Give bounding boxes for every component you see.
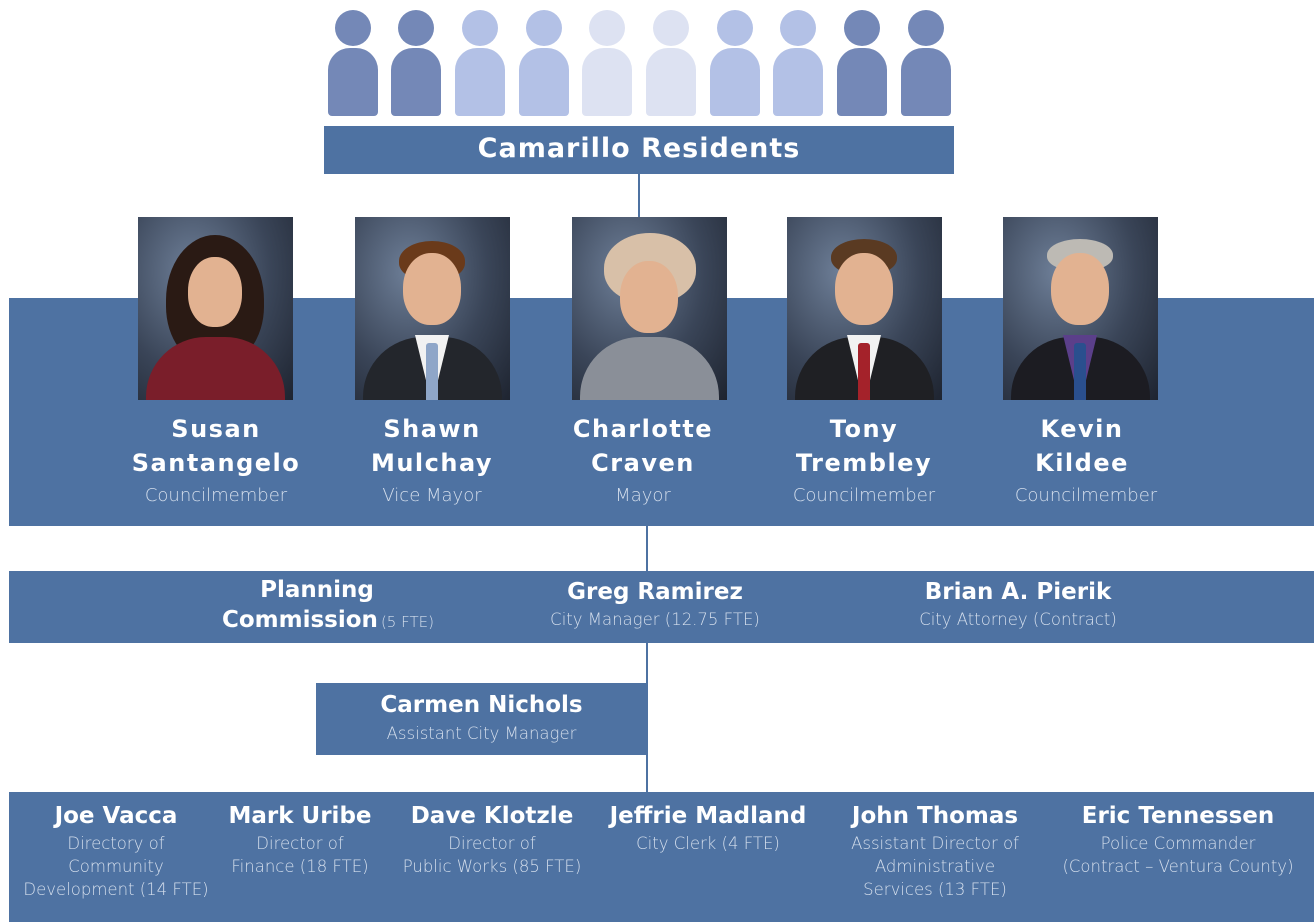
council-photo-santangelo (138, 217, 293, 400)
city-attorney-role: City Attorney (Contract) (919, 610, 1117, 629)
connector-line (646, 526, 648, 571)
person-icon (837, 10, 887, 116)
council-photo-trembley (787, 217, 942, 400)
person-icon (582, 10, 632, 116)
person-icon (519, 10, 569, 116)
council-photo-mulchay (355, 217, 510, 400)
council-role: Councilmember (1014, 485, 1158, 506)
council-role: Vice Mayor (382, 485, 482, 506)
residents-box: Camarillo Residents (324, 126, 954, 174)
department-vacca: Joe Vacca Directory of Community Develop… (23, 803, 209, 899)
city-attorney-name: Brian A. Pierik (924, 579, 1112, 605)
person-icon (328, 10, 378, 116)
person-icon (901, 10, 951, 116)
person-icon (646, 10, 696, 116)
connector-line (638, 174, 640, 218)
department-tennessen: Eric Tennessen Police Commander (Contrac… (1062, 803, 1294, 876)
assistant-manager-box (316, 683, 647, 755)
assistant-manager-role: Assistant City Manager (386, 724, 577, 743)
council-role: Councilmember (144, 485, 288, 506)
council-photo-kildee (1003, 217, 1158, 400)
department-uribe: Mark Uribe Director of Finance (18 FTE) (228, 803, 372, 876)
person-icon (391, 10, 441, 116)
council-role: Councilmember (792, 485, 936, 506)
planning-commission-line1: Planning (260, 577, 374, 603)
departments-band (9, 792, 1314, 922)
person-icon (773, 10, 823, 116)
person-icon (455, 10, 505, 116)
department-thomas: John Thomas Assistant Director of Admini… (851, 803, 1019, 899)
management-band (9, 571, 1314, 643)
city-manager-name: Greg Ramirez (567, 579, 743, 605)
department-klotzle: Dave Klotzle Director of Public Works (8… (402, 803, 582, 876)
council-photo-craven (572, 217, 727, 400)
city-manager-role: City Manager (12.75 FTE) (550, 610, 760, 629)
planning-commission-line2: Commission(5 FTE) (222, 607, 434, 633)
council-role: Mayor (615, 485, 671, 506)
department-madland: Jeffrie Madland City Clerk (4 FTE) (609, 803, 807, 853)
person-icon (710, 10, 760, 116)
residents-title: Camarillo Residents (477, 133, 801, 164)
assistant-manager-name: Carmen Nichols (380, 692, 583, 718)
connector-line (646, 643, 648, 792)
